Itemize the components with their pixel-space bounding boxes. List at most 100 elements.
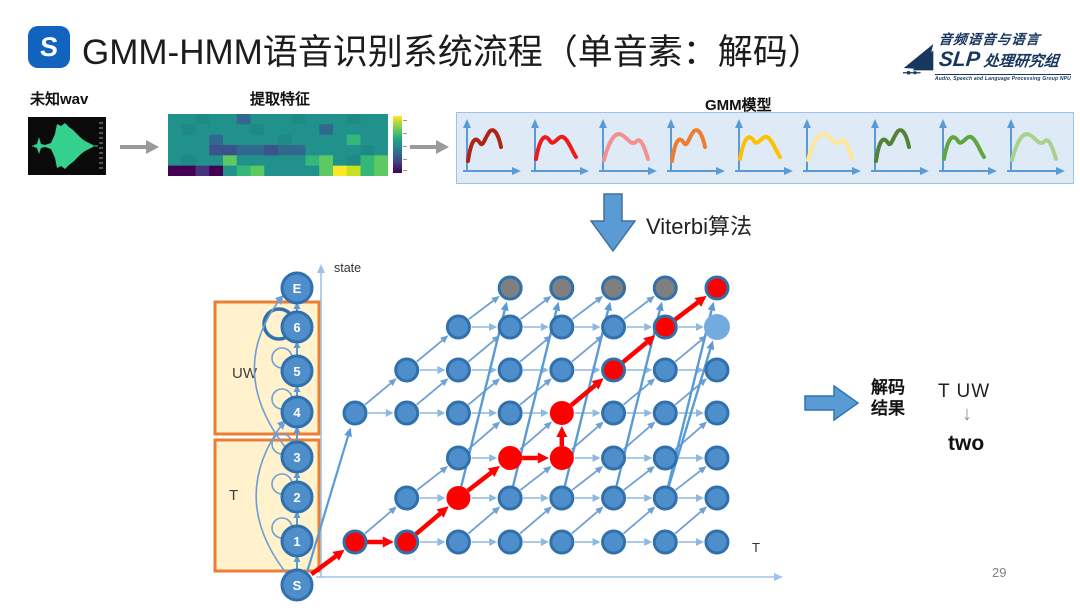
- trellis-node-s4-t7: [652, 400, 678, 426]
- svg-text:1: 1: [293, 534, 300, 549]
- trellis-node-s6-t3: [445, 314, 471, 340]
- trellis-node-s6-t6: [601, 314, 627, 340]
- flow-arrow-icon: [120, 140, 159, 154]
- logo-line3: Audio, Speech and Language Processing Gr…: [934, 74, 1071, 82]
- trellis-node-s7-t7: [652, 275, 678, 301]
- trellis-node-s3-t3: [445, 445, 471, 471]
- flow-arrow-icon: [410, 140, 449, 154]
- feature-label: 提取特征: [250, 91, 311, 108]
- trellis-node-s7-t4: [497, 275, 523, 301]
- spectrogram-image: [168, 114, 388, 176]
- page-number: 29: [992, 565, 1007, 580]
- trellis-node-s5-t3: [445, 357, 471, 383]
- trellis-node-s4-t5: [549, 401, 574, 425]
- trellis-node-s1-t3: [445, 529, 471, 555]
- trellis-node-s2-t2: [394, 485, 420, 511]
- trellis-node-s2-t6: [601, 485, 627, 511]
- trellis-node-s7-t8: [704, 275, 730, 301]
- trellis-node-s3-t4: [498, 446, 523, 470]
- hmm-state-node-1: [280, 524, 314, 558]
- wav-label: 未知wav: [30, 91, 89, 108]
- svg-text:E: E: [293, 281, 302, 296]
- slide-logo-icon: S: [28, 26, 70, 68]
- trellis-node-s3-t7: [652, 445, 678, 471]
- waveform-image: [28, 117, 106, 175]
- hmm-state-node-6: [280, 310, 314, 344]
- gmm-state-model-4: [661, 113, 729, 182]
- svg-text:T: T: [229, 487, 238, 504]
- trellis-node-s7-t5: [549, 275, 575, 301]
- svg-text:5: 5: [293, 364, 300, 379]
- logo-line2: 处理研究组: [982, 53, 1060, 70]
- decode-result-label: 解码结果: [871, 378, 905, 418]
- gmm-state-model-8: [933, 113, 1001, 182]
- svg-text:S: S: [293, 578, 302, 593]
- trellis-node-s2-t5: [549, 485, 575, 511]
- logo-slp: SLP: [937, 48, 982, 71]
- waveform-shape: [34, 123, 93, 169]
- hmm-state-node-S: [280, 568, 314, 602]
- hmm-state-node-4: [280, 395, 314, 429]
- logo-line1: 音频语音与语言: [937, 32, 1042, 47]
- trellis-node-s1-t1: [342, 529, 368, 555]
- trellis-node-s4-t2: [394, 400, 420, 426]
- result-right-arrow: [804, 384, 860, 422]
- gmm-state-model-2: [525, 113, 593, 182]
- svg-text:state: state: [334, 261, 361, 275]
- svg-text:2: 2: [293, 490, 300, 505]
- trellis-node-s7-t6: [601, 275, 627, 301]
- trellis-node-s5-t6: [601, 357, 627, 383]
- trellis-node-s1-t2: [394, 529, 420, 555]
- logo-s-glyph: S: [38, 31, 60, 62]
- trellis-node-s2-t4: [497, 485, 523, 511]
- gmm-label: GMM模型: [705, 97, 772, 114]
- hmm-state-node-E: [280, 271, 314, 305]
- viterbi-label: Viterbi算法: [646, 214, 752, 239]
- viterbi-down-arrow: [590, 193, 636, 253]
- trellis-node-s4-t3: [445, 400, 471, 426]
- gmm-state-model-7: [865, 113, 933, 182]
- trellis-node-s5-t5: [549, 357, 575, 383]
- phone-sequence-label: T UW: [938, 381, 991, 402]
- colorbar: [393, 116, 402, 173]
- trellis-node-s5-t2: [394, 357, 420, 383]
- trellis-node-s2-t3: [446, 486, 471, 510]
- gmm-state-model-3: [593, 113, 661, 182]
- trellis-node-s3-t5: [549, 446, 574, 470]
- trellis-node-s6-t8: [703, 314, 730, 340]
- trellis-node-s4-t8: [704, 400, 730, 426]
- trellis-node-s6-t4: [497, 314, 523, 340]
- trellis-node-s2-t7: [652, 485, 678, 511]
- hmm-state-node-3: [280, 440, 314, 474]
- trellis-node-s5-t8: [704, 357, 730, 383]
- trellis-node-s4-t1: [342, 400, 368, 426]
- svg-text:UW: UW: [232, 365, 258, 382]
- trellis-node-s3-t6: [601, 445, 627, 471]
- svg-text:4: 4: [293, 405, 301, 420]
- trellis-node-s4-t4: [497, 400, 523, 426]
- paper-plane-icon: [903, 44, 934, 75]
- trellis-node-s5-t7: [652, 357, 678, 383]
- trellis-node-s6-t5: [549, 314, 575, 340]
- down-arrow-icon: ↓: [962, 403, 972, 425]
- trellis-node-s5-t4: [497, 357, 523, 383]
- hmm-state-node-5: [280, 354, 314, 388]
- trellis-node-s3-t8: [704, 445, 730, 471]
- svg-text:6: 6: [293, 320, 300, 335]
- hmm-state-node-2: [280, 480, 314, 514]
- page-title: GMM-HMM语音识别系统流程（单音素：解码）: [82, 33, 823, 72]
- gmm-models-box: [456, 112, 1074, 184]
- gmm-state-model-5: [729, 113, 797, 182]
- trellis-node-s1-t4: [497, 529, 523, 555]
- trellis-node-s6-t7: [652, 314, 678, 340]
- trellis-node-s1-t8: [704, 529, 730, 555]
- trellis-node-s1-t7: [652, 529, 678, 555]
- lab-logo: 音频语音与语言 SLP 处理研究组 Audio, Speech and Lang…: [903, 28, 1071, 86]
- svg-text:3: 3: [293, 450, 300, 465]
- trellis-node-s2-t8: [704, 485, 730, 511]
- gmm-state-model-6: [797, 113, 865, 182]
- trellis-node-s1-t5: [549, 529, 575, 555]
- trellis-node-s1-t6: [601, 529, 627, 555]
- decoded-word-label: two: [948, 432, 985, 455]
